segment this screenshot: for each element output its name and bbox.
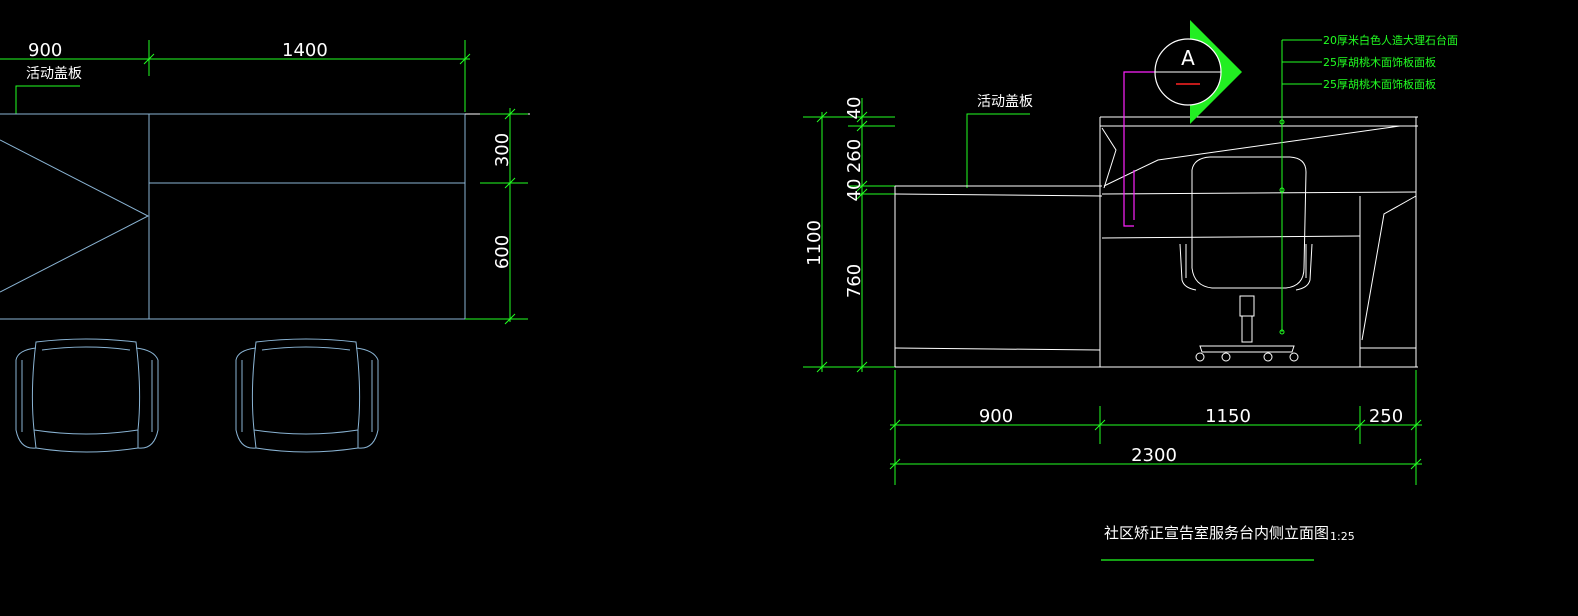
drawing-scale: 1:25	[1330, 530, 1355, 543]
office-chair	[1179, 156, 1313, 362]
elev-dim-40-mid: 40	[844, 179, 865, 202]
plan-view: 900 1400 活动盖板 300 600	[0, 40, 530, 453]
elev-dim-250: 250	[1369, 406, 1403, 427]
drawing-title: 社区矫正宣告室服务台内侧立面图	[1104, 524, 1329, 542]
elev-dim-900: 900	[979, 406, 1013, 427]
plan-desk-outline	[0, 113, 466, 320]
elev-dim-2300: 2300	[1131, 445, 1177, 466]
notes-leader	[1279, 39, 1322, 335]
elev-dim-40-top: 40	[844, 97, 865, 120]
plan-label-movable-cover: 活动盖板	[26, 66, 82, 82]
elev-dim-1150: 1150	[1205, 406, 1251, 427]
elev-dim-760: 760	[844, 264, 865, 298]
plan-right-dimension	[465, 108, 528, 325]
note-3: 25厚胡桃木面饰板面板	[1323, 77, 1436, 91]
note-1: 20厚米白色人造大理石台面	[1323, 33, 1458, 47]
elev-dim-bottom	[889, 370, 1422, 485]
elev-label-leader	[966, 113, 1030, 188]
section-marker-letter: A	[1181, 46, 1195, 70]
elevation-view: 1100 40 260 40 760 活动盖板	[803, 20, 1458, 561]
elev-dim-260: 260	[844, 139, 865, 173]
plan-dim-600: 600	[492, 235, 513, 269]
plan-dim-1400: 1400	[282, 40, 328, 61]
elev-dim-left-inner	[848, 98, 895, 373]
elev-label-movable-cover: 活动盖板	[977, 94, 1033, 110]
section-marker: A	[1154, 20, 1242, 124]
elev-desk-outline	[894, 116, 1418, 368]
plan-label-leader	[15, 85, 80, 114]
plan-dim-300: 300	[492, 133, 513, 167]
note-2: 25厚胡桃木面饰板面板	[1323, 55, 1436, 69]
armchair-1	[15, 338, 159, 453]
elev-dim-left-outer	[803, 111, 895, 373]
armchair-2	[235, 338, 379, 453]
elev-dim-1100: 1100	[804, 220, 825, 266]
plan-dim-900: 900	[28, 40, 62, 61]
plan-top-dimension	[0, 40, 471, 112]
